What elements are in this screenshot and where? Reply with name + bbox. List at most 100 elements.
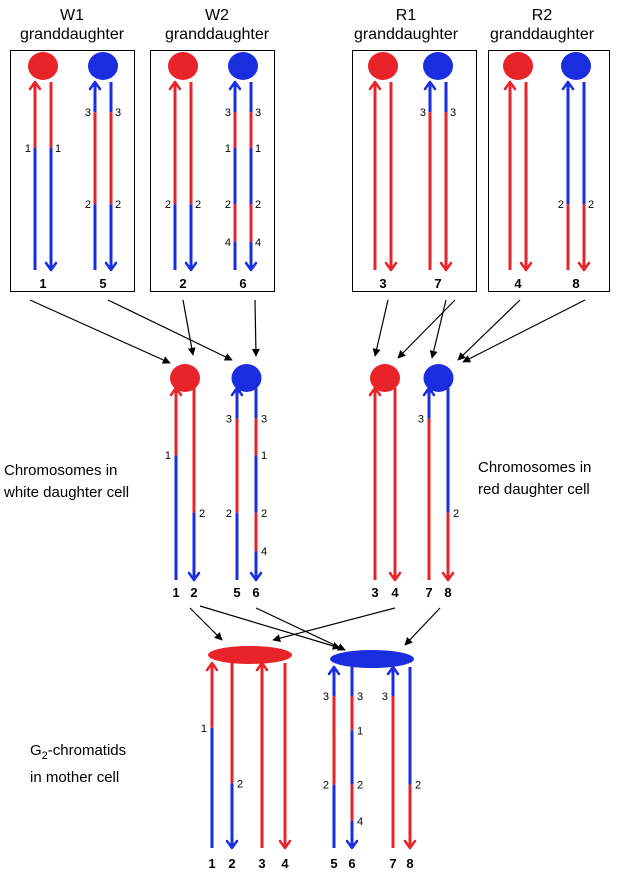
chromatid-number-8-mother: 8 <box>406 856 413 871</box>
marker-2-label-red-blue: 2 <box>453 508 459 520</box>
marker-2-label-mother: 2 <box>237 778 243 790</box>
marker-3-label-white-blue: 3 <box>261 414 267 426</box>
marker-2-label-mother: 2 <box>323 780 329 792</box>
header-w2: W2 granddaughter <box>147 6 287 44</box>
chromatid-7-arrowhead-down-r1 <box>439 261 453 272</box>
chromatid-2-arrowhead-white-red <box>187 571 201 582</box>
marker-1-label-left-w1: 1 <box>25 143 31 155</box>
chromatid-number-4-red-red: 4 <box>391 585 399 600</box>
chromatid-number-7-r1: 7 <box>434 276 441 291</box>
white-daughter-label: Chromosomes in white daughter cell <box>4 460 129 504</box>
chromatid-3-arrowhead-mother <box>255 661 269 672</box>
chromatids-word: -chromatids <box>47 742 127 759</box>
header-r1-sub: granddaughter <box>353 26 459 43</box>
chromatid-1-arrowhead-mother <box>205 661 219 672</box>
chromatid-3-arrowhead-red-red <box>368 386 382 397</box>
chromatid-2-arrowhead-up-w2 <box>168 80 182 91</box>
chromatid-5-arrowhead-down-w1 <box>104 261 118 272</box>
marker-3-label-right-w2: 3 <box>255 107 261 119</box>
centromere-white-red <box>170 364 200 392</box>
chromatid-number-6-white-blue: 6 <box>252 585 259 600</box>
mother-cell-label-line2: in mother cell <box>30 769 120 786</box>
connector-arrow-9 <box>462 299 586 363</box>
chromatid-8-arrowhead-up-r2 <box>561 80 575 91</box>
marker-1-label-mother: 1 <box>201 723 207 735</box>
chromatid-number-7-mother: 7 <box>389 856 396 871</box>
chromatid-2-arrowhead-mother <box>225 839 239 850</box>
chromatid-6-arrowhead-down-w2 <box>244 261 258 272</box>
red-daughter-label: Chromosomes in red daughter cell <box>478 457 591 501</box>
marker-2-label-left-w1: 2 <box>85 199 91 211</box>
connector-arrow-3 <box>182 299 196 356</box>
centromere-white-blue <box>231 364 262 392</box>
chromatid-number-2-mother: 2 <box>228 856 235 871</box>
header-r2: R2 granddaughter <box>472 6 612 44</box>
marker-2-label-mother: 2 <box>415 780 421 792</box>
chromatid-number-5-w1: 5 <box>99 276 106 291</box>
marker-1-label-right-w2: 1 <box>255 143 261 155</box>
chromatid-number-5-mother: 5 <box>330 856 337 871</box>
chromatid-number-7-red-blue: 7 <box>425 585 432 600</box>
chromatid-1-arrowhead-up-w1 <box>28 80 42 91</box>
marker-3-label-mother: 3 <box>357 691 363 703</box>
chromatid-number-1-mother: 1 <box>208 856 215 871</box>
chromatid-number-4-mother: 4 <box>281 856 289 871</box>
chromatid-number-8-r2: 8 <box>572 276 579 291</box>
marker-1-label-white-red: 1 <box>165 450 171 462</box>
chromatid-7-arrowhead-mother <box>386 665 400 676</box>
marker-2-label-white-blue: 2 <box>261 508 267 520</box>
chromatid-6-arrowhead-white-blue <box>249 571 263 582</box>
chromatid-5-arrowhead-mother <box>327 665 341 676</box>
chromatid-number-4-r2: 4 <box>514 276 522 291</box>
chromatid-number-1-white-red: 1 <box>172 585 179 600</box>
chromatid-6-arrowhead-up-w2 <box>228 80 242 91</box>
chromatid-5-arrowhead-up-w1 <box>88 80 102 91</box>
white-daughter-label-line1: Chromosomes in <box>4 462 118 479</box>
connector-arrow-12 <box>255 607 346 651</box>
granddaughter-box-w1 <box>10 50 135 292</box>
header-r1: R1 granddaughter <box>336 6 476 44</box>
chromatid-number-2-white-red: 2 <box>190 585 197 600</box>
granddaughter-box-w2 <box>150 50 275 292</box>
g-letter: G <box>30 742 42 759</box>
marker-2-label-left-r2: 2 <box>558 199 564 211</box>
marker-2-label-left-w2: 2 <box>225 199 231 211</box>
centromere-w2 <box>168 52 198 80</box>
chromatid-8-arrowhead-red-blue <box>441 571 455 582</box>
marker-3-label-left-w2: 3 <box>225 107 231 119</box>
marker-2-label-mother: 2 <box>357 780 363 792</box>
chromatid-number-5-white-blue: 5 <box>233 585 240 600</box>
chromatid-4-arrowhead-down-r2 <box>519 261 533 272</box>
marker-1-label-white-blue: 1 <box>261 450 267 462</box>
marker-2-label-white-red: 2 <box>199 508 205 520</box>
g-subscript: 2 <box>41 750 48 762</box>
header-r2-name: R2 <box>531 7 553 24</box>
chromatid-1-arrowhead-white-red <box>169 386 183 397</box>
chromatid-2-arrowhead-down-w2 <box>184 261 198 272</box>
chromatid-8-arrowhead-mother <box>403 839 417 850</box>
connector-arrow-5 <box>372 299 389 357</box>
header-w2-sub: granddaughter <box>164 26 270 43</box>
marker-3-label-right-w1: 3 <box>115 107 121 119</box>
centromere-w2 <box>228 52 258 80</box>
marker-3-label-right-r1: 3 <box>450 107 456 119</box>
connector-arrow-1 <box>29 299 171 364</box>
chromatid-number-8-red-blue: 8 <box>444 585 451 600</box>
marker-1-label-right-w1: 1 <box>55 143 61 155</box>
marker-3-label-mother: 3 <box>323 691 329 703</box>
marker-2-label-right-w2: 2 <box>195 199 201 211</box>
chromatid-4-arrowhead-mother <box>278 839 292 850</box>
white-daughter-label-line2: white daughter cell <box>4 484 130 501</box>
marker-3-label-left-r1: 3 <box>420 107 426 119</box>
mother-cell-label-line1: G2-chromatids <box>30 740 126 767</box>
header-w1-sub: granddaughter <box>19 26 125 43</box>
header-r2-sub: granddaughter <box>489 26 595 43</box>
marker-3-label-mother: 3 <box>382 691 388 703</box>
centromere-w1 <box>88 52 118 80</box>
chromatid-5-arrowhead-white-blue <box>230 386 244 397</box>
marker-3-label-left-w1: 3 <box>85 107 91 119</box>
marker-2-label-left-w2: 2 <box>165 199 171 211</box>
marker-3-label-white-blue: 3 <box>226 414 232 426</box>
header-w2-name: W2 <box>205 7 229 24</box>
